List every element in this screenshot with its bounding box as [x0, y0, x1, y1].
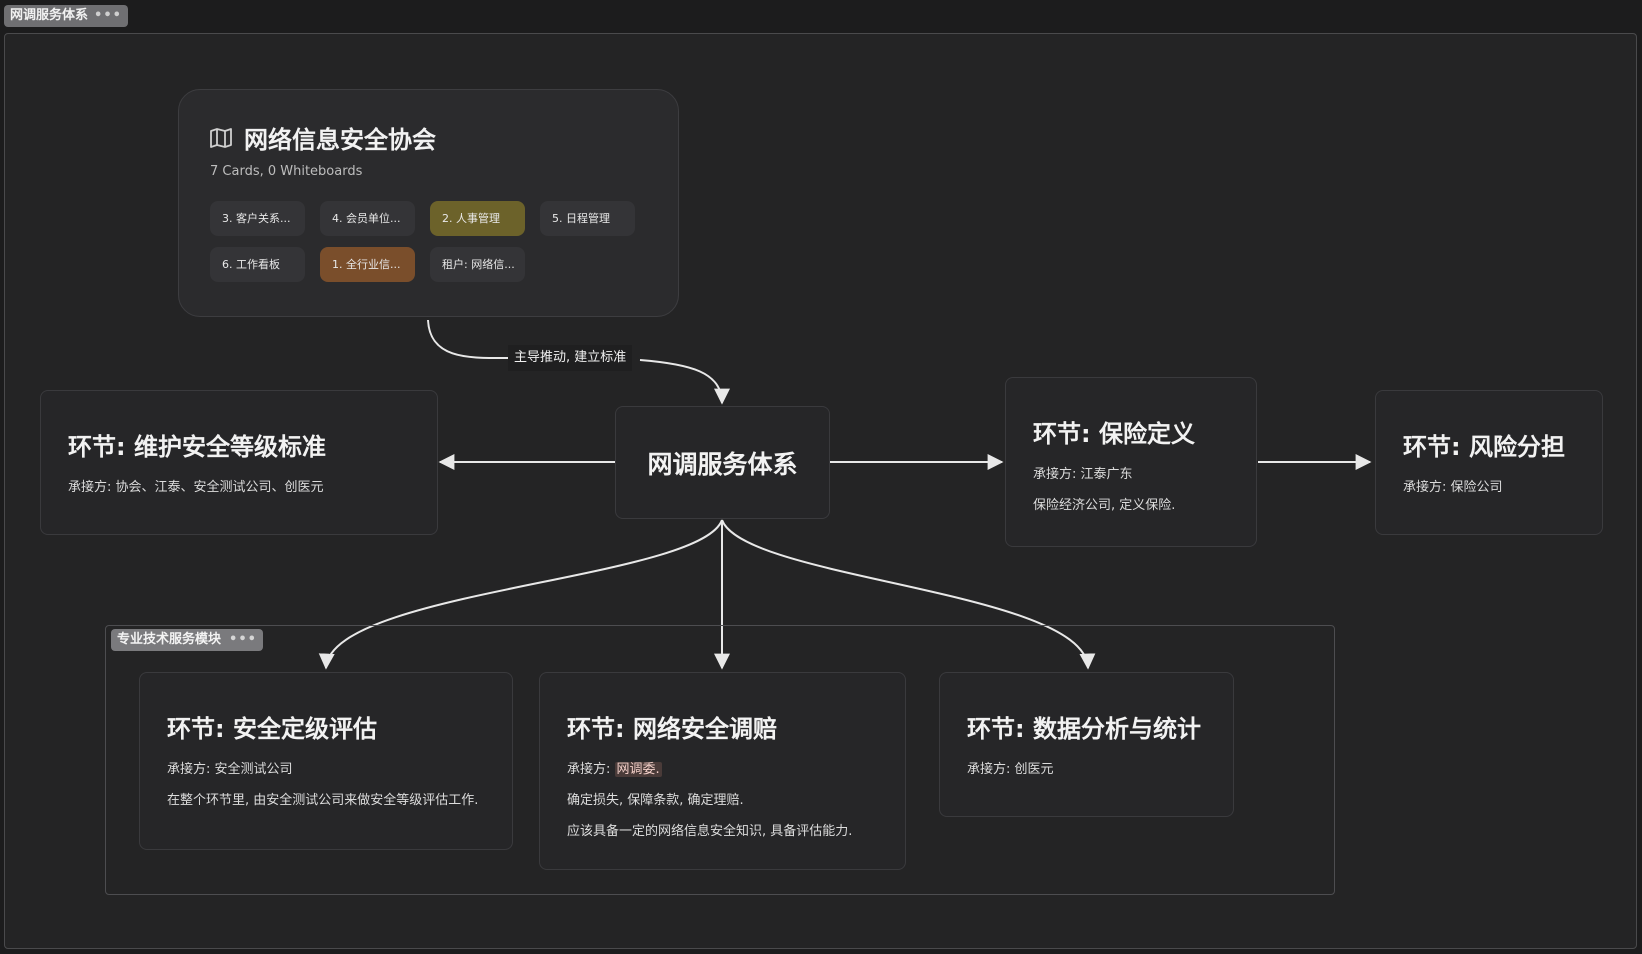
board-chip[interactable]: 租户: 网络信... — [430, 247, 525, 282]
edge-center-to-data — [721, 519, 1096, 670]
edge-label: 主导推动, 建立标准 — [508, 345, 633, 371]
card-security-grading[interactable]: 环节: 安全定级评估 承接方: 安全测试公司 在整个环节里, 由安全测试公司来做… — [139, 672, 513, 850]
card-line: 承接方: 保险公司 — [1403, 480, 1503, 495]
card-line: 承接方: 安全测试公司 — [167, 762, 293, 777]
frame-label-text: 网调服务体系 — [10, 8, 89, 23]
card-title: 环节: 网络安全调赔 — [567, 715, 777, 743]
card-data-analysis[interactable]: 环节: 数据分析与统计 承接方: 创医元 — [939, 672, 1234, 817]
board-chip[interactable]: 4. 会员单位... — [320, 201, 415, 236]
board-card[interactable]: 网络信息安全协会 7 Cards, 0 Whiteboards 3. 客户关系.… — [178, 89, 679, 317]
board-chip[interactable]: 3. 客户关系... — [210, 201, 305, 236]
card-line-prefix: 承接方: — [567, 762, 615, 777]
frame-label[interactable]: 网调服务体系 ••• — [4, 5, 128, 27]
edge-center-to-grading — [318, 519, 723, 670]
card-line: 承接方: 江泰广东 — [1033, 467, 1133, 482]
highlighted-text: 网调委. — [614, 762, 662, 777]
group-frame — [105, 625, 1335, 895]
board-chip[interactable]: 1. 全行业信... — [320, 247, 415, 282]
card-maintain-standards[interactable]: 环节: 维护安全等级标准 承接方: 协会、江泰、安全测试公司、创医元 — [40, 390, 438, 535]
board-header: 网络信息安全协会 — [210, 120, 436, 155]
card-title: 环节: 保险定义 — [1033, 420, 1195, 448]
card-line: 在整个环节里, 由安全测试公司来做安全等级评估工作. — [167, 793, 479, 808]
board-chip[interactable]: 5. 日程管理 — [540, 201, 635, 236]
edge-board-to-center — [427, 319, 722, 403]
card-title: 环节: 数据分析与统计 — [967, 715, 1201, 743]
group-label[interactable]: 专业技术服务模块 ••• — [111, 629, 263, 651]
more-dots-icon[interactable]: ••• — [229, 632, 257, 647]
card-line: 承接方: 创医元 — [967, 762, 1054, 777]
group-label-text: 专业技术服务模块 — [117, 632, 222, 647]
card-network-claims[interactable]: 环节: 网络安全调赔 承接方: 网调委. 确定损失, 保障条款, 确定理赔. 应… — [539, 672, 906, 870]
card-line: 承接方: 网调委. — [567, 758, 878, 777]
center-node[interactable]: 网调服务体系 — [615, 406, 830, 519]
board-title: 网络信息安全协会 — [244, 126, 436, 154]
card-insurance-definition[interactable]: 环节: 保险定义 承接方: 江泰广东 保险经济公司, 定义保险. — [1005, 377, 1257, 547]
board-chip[interactable]: 2. 人事管理 — [430, 201, 525, 236]
card-line: 承接方: 协会、江泰、安全测试公司、创医元 — [68, 480, 324, 495]
board-chip[interactable]: 6. 工作看板 — [210, 247, 305, 282]
card-title: 环节: 风险分担 — [1403, 433, 1565, 461]
card-risk-sharing[interactable]: 环节: 风险分担 承接方: 保险公司 — [1375, 390, 1603, 535]
book-open-icon — [210, 127, 232, 148]
card-line: 保险经济公司, 定义保险. — [1033, 498, 1176, 513]
center-node-title: 网调服务体系 — [647, 449, 798, 479]
card-title: 环节: 安全定级评估 — [167, 715, 377, 743]
more-dots-icon[interactable]: ••• — [94, 8, 122, 23]
board-subtitle: 7 Cards, 0 Whiteboards — [210, 164, 363, 179]
card-line: 应该具备一定的网络信息安全知识, 具备评估能力. — [567, 824, 853, 839]
card-line: 确定损失, 保障条款, 确定理赔. — [567, 793, 744, 808]
card-title: 环节: 维护安全等级标准 — [68, 433, 326, 461]
